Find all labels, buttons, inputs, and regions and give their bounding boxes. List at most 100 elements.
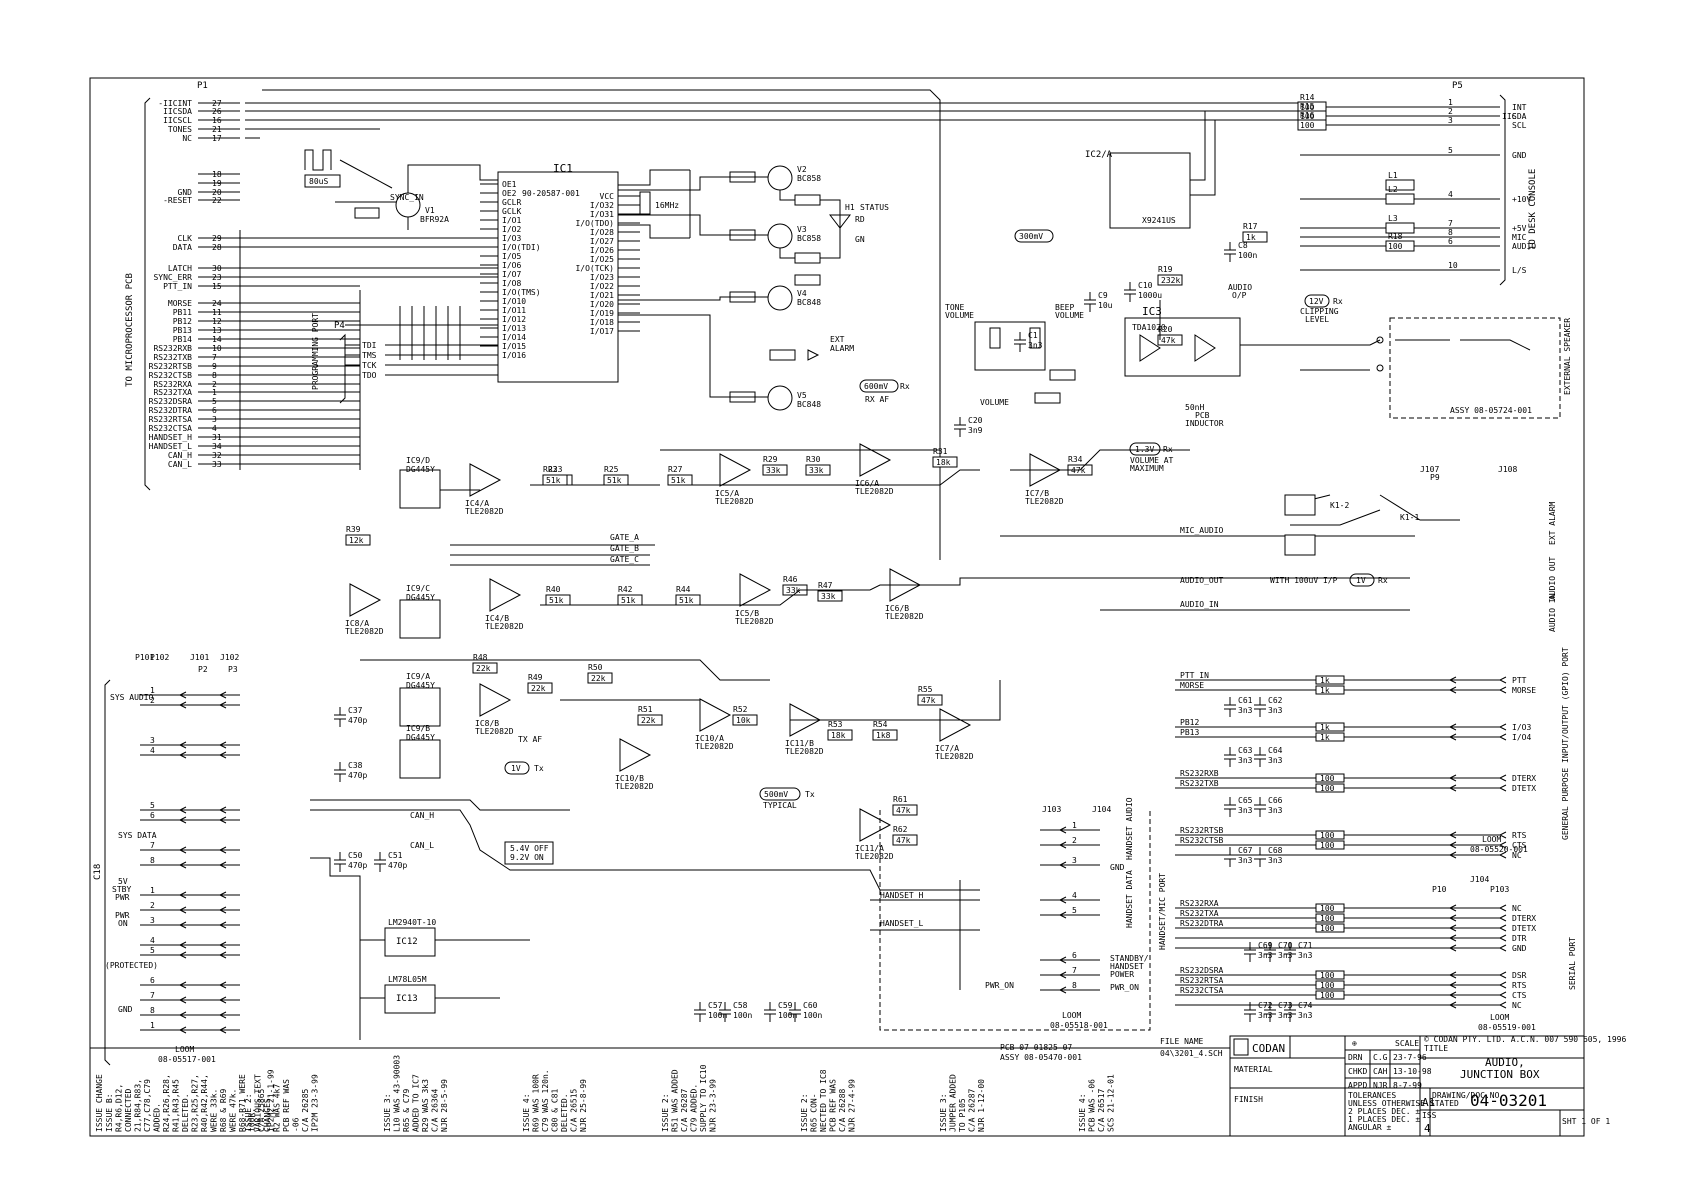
gpio-resistor [1315,990,1345,1000]
issue-change-line: R68 & R69 [219,1088,228,1132]
gpio-resistor [1315,783,1345,793]
right-signal: NC [1512,851,1522,860]
p5-series-part [1297,119,1327,131]
resistor-value: 33k [766,466,781,475]
capacitor-ref: C64 [1268,746,1283,755]
pwron-2: ON [118,919,128,928]
iic-group-label: IIC [1502,112,1517,121]
capacitor-value: 470p [348,771,367,780]
opamp-symbol [469,463,502,497]
capacitor [954,417,966,437]
right-signal: RTS [1512,981,1527,990]
tone-volume-2: VOLUME [945,311,974,320]
ic1-pin-left: I/O7 [502,270,521,279]
rx-label-1: Rx [900,382,910,391]
opamp-part: TLE2082D [735,617,774,626]
p4-pin-label: TDI [362,341,377,350]
resistor-value: 1k8 [876,731,891,740]
ic1-pin-right: I/O18 [590,318,614,327]
resistor [1242,231,1268,243]
ic2a: IC2/A X9241US [1085,111,1216,229]
gpio-resistor [1315,732,1345,742]
ext-alarm-label-1: EXT [830,335,845,344]
resistor [732,714,758,726]
capacitor [1224,242,1236,262]
opamp-part: TLE2082D [1025,497,1064,506]
loom-mid-2: 08-05518-001 [1050,1021,1108,1030]
ic1-pin-left: GCLR [502,198,521,207]
issue-change-line: SCS 21-12-01 [1107,1074,1116,1132]
opamp-part: TLE2082D [715,497,754,506]
resistor-value: 22k [476,664,491,673]
v3-part: BC858 [797,234,821,243]
stby-note-1: 5.4V OFF [510,844,549,853]
issue-change-line: ISSUE 3: [383,1093,392,1132]
capacitor [1254,747,1266,767]
issue-number: 4 [1424,1122,1431,1135]
capacitor [1264,942,1276,962]
left-pin-number: 7 [150,841,155,850]
finish-label: FINISH [1234,1095,1263,1104]
issue-change-line: C/A 26285 [301,1088,310,1132]
capacitor-ref: C37 [348,706,363,715]
p1-pin-name: PTT_IN [163,282,192,291]
regulators: LM2940T-10 IC12 LM78L05M IC13 [310,857,530,1040]
issue-change-line: C/A 26515 [570,1088,579,1132]
v1-ref: V1 [425,206,435,215]
capacitor-ref: C20 [968,416,983,425]
v2-ref: V2 [797,165,807,174]
right-signal: CTS [1512,991,1527,1000]
gpio-resistor-value: 1k [1320,723,1330,732]
ic9a-ref: IC9/A [406,672,430,681]
resistor-value: 22k [531,684,546,693]
opamp-ref: IC4/B [485,614,509,623]
issue-change-line: C77,C78,C79 [143,1079,152,1132]
p5-series-part [1385,240,1415,252]
assy-speaker: ASSY 08-05724-001 [1450,406,1532,415]
handset-pin-number: 2 [1072,836,1077,845]
ic1-pin-left: I/O6 [502,261,521,270]
p4-label: PROGRAMMING PORT [311,313,320,390]
right-connector-ref: J107 [1420,465,1439,474]
left-io-connectors: C18 SYS AUDIO SYS DATA 5V STBY PWR PWR O… [93,653,240,1066]
p4-ref: P4 [334,321,345,331]
p5-pin-number: 5 [1448,146,1453,155]
sys-audio-1: SYS AUDIO [110,693,154,702]
capacitor-ref: C60 [803,1001,818,1010]
capacitor [1124,282,1136,302]
capacitor-value: 3n3 [1028,341,1043,350]
tone-volume-1: TONE [945,303,964,312]
issue-change-line: DELETED. [560,1093,569,1132]
material-label: MATERIAL [1234,1065,1273,1074]
ic1-pin-right: I/O20 [590,300,614,309]
resistor-value: 47k [896,806,911,815]
left-pin-number: 1 [150,1021,155,1030]
capacitor [789,1002,801,1022]
file-name-label: FILE NAME [1160,1037,1204,1046]
gpio-resistor-value: 1k [1320,686,1330,695]
protected-label: (PROTECTED) [105,961,158,970]
resistor-value: 51k [679,596,694,605]
p1-pin-name: RS232CTSB [149,371,193,380]
gpio-resistor-value: 100 [1320,841,1335,850]
resistor-value: 51k [546,476,561,485]
resistor-value: 12k [349,536,364,545]
gpio-resistor [1315,773,1345,783]
resistor [1157,334,1183,346]
sheet-size: A1 [1422,1096,1435,1109]
issue-change-line: R40,R42,R44, [200,1074,209,1132]
p5-series-ref: R16 [1300,111,1315,120]
ic1-pin-left: I/O(TDI) [502,243,541,252]
p1-pin-name: MORSE [168,299,192,308]
right-net-label: RS232TXA [1180,909,1219,918]
pcb-number: PCB 07-01825-07 [1000,1043,1072,1052]
right-net-label: PB12 [1180,718,1199,727]
ic1-pin-left: I/O11 [502,306,526,315]
vol-max-2: MAXIMUM [1130,464,1164,473]
standby-1: STANDBY/ [1110,954,1149,963]
capacitor-ref: C68 [1268,846,1283,855]
capacitor [1284,1002,1296,1022]
opamp-ref: IC8/B [475,719,499,728]
ic1-pin-right: I/O23 [590,273,614,282]
